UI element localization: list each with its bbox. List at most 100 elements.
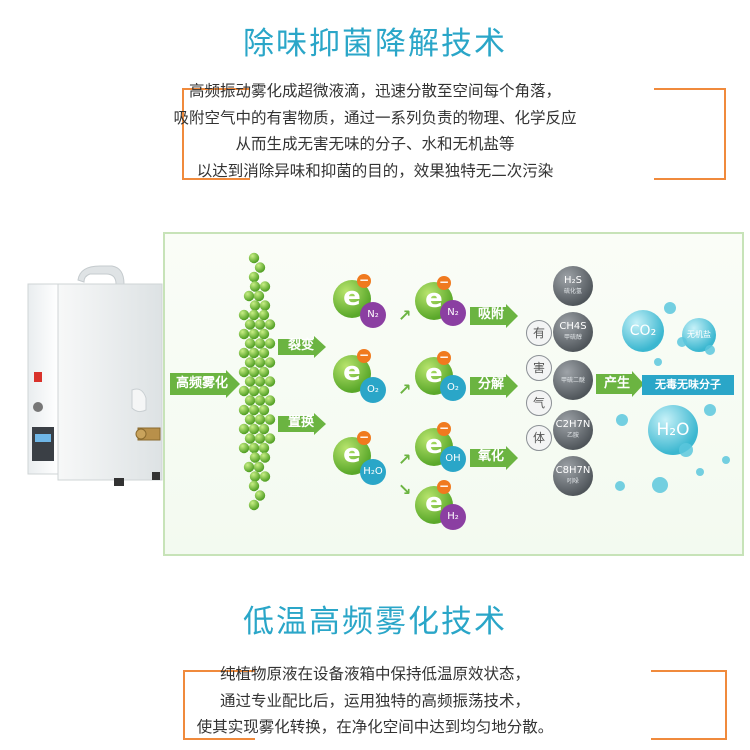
droplet: [259, 300, 271, 311]
replace-arrow: [278, 413, 326, 435]
negative-charge-icon: −: [357, 430, 371, 445]
droplet: [254, 376, 266, 387]
droplet: [264, 414, 276, 425]
droplet: [258, 328, 270, 340]
water-bubble: [722, 456, 730, 464]
molecule-n2: N₂: [360, 302, 386, 328]
droplet: [248, 499, 260, 511]
droplet: [244, 357, 256, 368]
produce-label: 产生: [604, 376, 631, 391]
pollutant-formula: C2H7N: [555, 419, 591, 430]
droplet: [264, 319, 276, 330]
top-line-1: 高频振动雾化成超微液滴，迅速分散至空间每个角落，: [188, 82, 561, 100]
molecule-n2: N₂: [440, 300, 466, 326]
droplet: [264, 338, 276, 349]
droplet: [264, 376, 276, 387]
pollutant-formula: C8H7N: [555, 465, 591, 476]
droplet: [249, 300, 261, 311]
bottom-line-3: 使其实现雾化转换，在净化空间中达到均匀地分散。: [196, 718, 554, 736]
droplet: [253, 461, 265, 473]
harmful-gas-char: 气: [526, 390, 552, 416]
droplet: [254, 357, 266, 368]
water-bubble: [679, 443, 693, 457]
droplet: [259, 452, 271, 463]
produce-arrow: [596, 371, 644, 397]
pollutant-name: 甲硫醇: [563, 334, 582, 341]
droplet: [264, 357, 276, 368]
droplet: [258, 423, 270, 435]
pollutant-dimethyl-sulfide: 甲硫二醚: [553, 360, 593, 400]
droplet: [254, 319, 266, 330]
adsorb-arrow: [470, 304, 518, 328]
droplet: [258, 442, 270, 454]
top-title: 除味抑菌降解技术: [243, 26, 507, 62]
negative-charge-icon: −: [357, 348, 371, 363]
droplet: [248, 366, 260, 378]
atomize-arrow: [170, 370, 240, 398]
droplet: [244, 338, 256, 349]
reaction-arrow-icon: ↗: [398, 380, 412, 399]
droplet: [254, 338, 266, 349]
droplet: [248, 309, 260, 321]
droplet: [258, 366, 270, 378]
molecule-o2: O₂: [360, 377, 386, 403]
droplet: [254, 414, 266, 425]
droplet: [248, 347, 260, 359]
adsorb-label: 吸附: [478, 307, 505, 322]
pollutant-name: 硫化氢: [563, 288, 582, 295]
droplet: [243, 290, 255, 302]
droplet: [249, 471, 261, 482]
droplet: [254, 262, 266, 273]
droplet: [238, 442, 250, 454]
droplet: [264, 395, 276, 406]
water-bubble: [677, 337, 687, 347]
droplet: [248, 385, 260, 397]
bottom-line-1: 纯植物原液在设备液箱中保持低温原效状态，: [219, 665, 530, 683]
droplet: [248, 480, 260, 492]
droplet: [244, 395, 256, 406]
harmful-gas-char: 害: [526, 355, 552, 381]
droplet: [254, 433, 266, 444]
water-bubble: [704, 404, 716, 416]
water-bubble: [616, 414, 628, 426]
split-label: 裂变: [288, 338, 315, 353]
harmful-gas-char: 体: [526, 425, 552, 451]
reaction-arrow-icon: ↗: [398, 450, 412, 469]
output-co2: CO₂: [622, 310, 664, 352]
oxidize-label: 氧化: [478, 449, 505, 464]
droplet: [238, 347, 250, 359]
bottom-frame-gap: [255, 662, 651, 744]
bubble-decoration: [615, 302, 730, 493]
top-line-2: 吸附空气中的有害物质，通过一系列负责的物理、化学反应: [173, 108, 577, 127]
pollutant-name: 乙胺: [566, 432, 579, 439]
droplet: [238, 404, 250, 416]
droplet: [254, 490, 266, 501]
molecule-oh: OH: [440, 446, 466, 472]
water-bubble: [654, 358, 662, 366]
droplet: [259, 471, 271, 482]
droplet: [238, 328, 250, 340]
negative-charge-icon: −: [357, 273, 371, 288]
reaction-arrow-icon: ↗: [398, 306, 412, 325]
water-bubble: [696, 468, 704, 476]
decompose-label: 分解: [478, 377, 505, 392]
droplet: [249, 281, 261, 292]
droplet: [238, 309, 250, 321]
decompose-arrow: [470, 374, 518, 398]
droplet: [238, 385, 250, 397]
droplet: [244, 414, 256, 425]
droplet: [259, 281, 271, 292]
pollutant-c8h7n: C8H7N 吲哚: [553, 456, 593, 496]
droplet: [243, 461, 255, 473]
pollutant-ch4s: CH4S 甲硫醇: [553, 312, 593, 352]
droplet: [248, 423, 260, 435]
negative-charge-icon: −: [437, 275, 451, 290]
negative-charge-icon: −: [437, 421, 451, 436]
bottom-line-2: 通过专业配比后，运用独特的高频振荡技术，: [219, 691, 530, 710]
droplet: [238, 423, 250, 435]
harmless-molecules-badge: 无毒无味分子: [642, 375, 734, 395]
droplet: [248, 271, 260, 283]
droplet: [244, 433, 256, 444]
pollutant-name: 甲硫二醚: [560, 376, 585, 384]
top-line-4: 以达到消除异味和抑菌的目的，效果独特无二次污染: [196, 161, 554, 180]
